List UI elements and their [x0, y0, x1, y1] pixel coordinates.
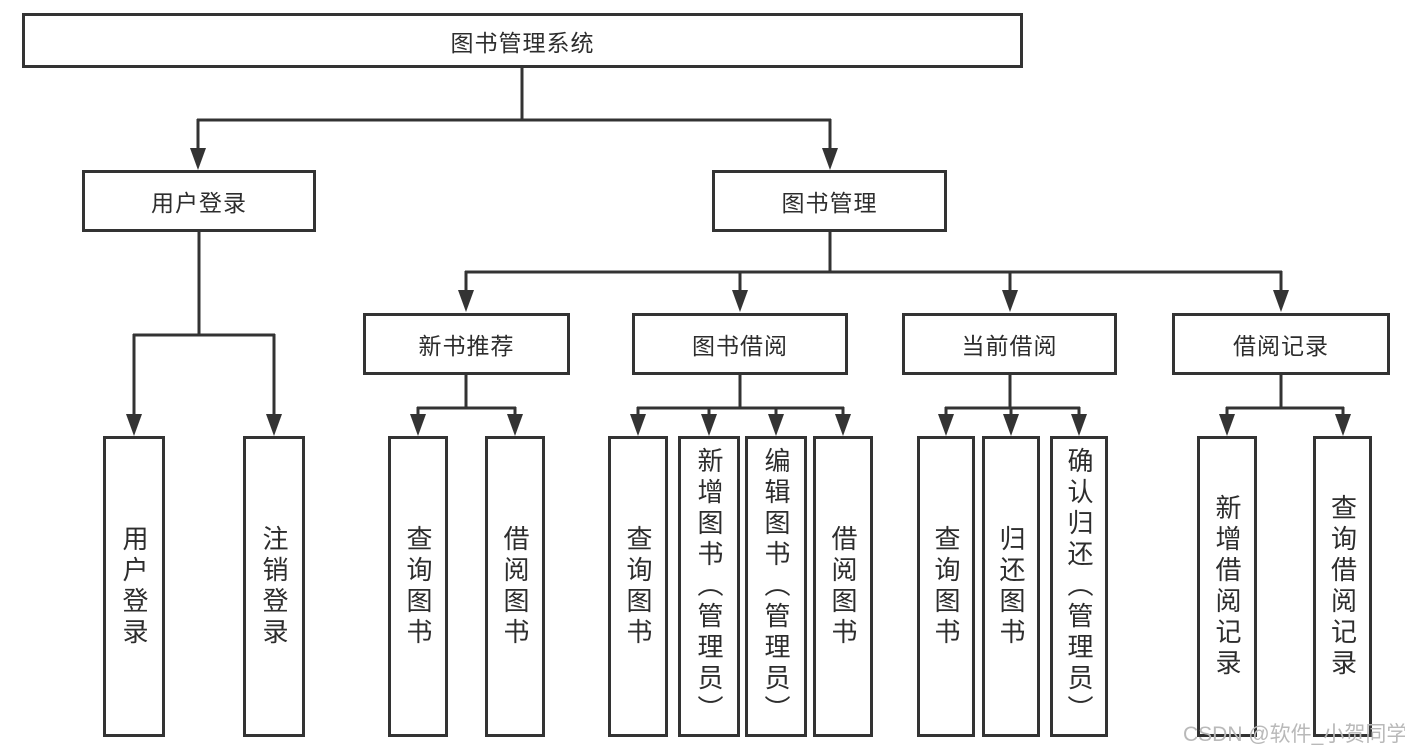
- arrowhead: [701, 414, 717, 436]
- node-leaf-query-books-current: 查询图书: [917, 436, 975, 737]
- node-root: 图书管理系统: [22, 13, 1023, 68]
- connector-book-borrow-children: [630, 375, 851, 436]
- node-leaf-edit-books-admin: 编辑图书（管理员）: [745, 436, 807, 737]
- csdn-watermark: CSDN @软件_小贺同学: [1183, 723, 1405, 746]
- node-leaf-borrow-books-recommend: 借阅图书: [485, 436, 545, 737]
- node-borrow-records: 借阅记录: [1172, 313, 1390, 375]
- node-user-login-label: 用户登录: [151, 190, 247, 216]
- node-current-borrow: 当前借阅: [902, 313, 1117, 375]
- node-borrow-records-label: 借阅记录: [1233, 333, 1329, 359]
- arrowhead: [458, 290, 474, 312]
- arrowhead: [822, 148, 838, 170]
- node-book-borrow: 图书借阅: [632, 313, 848, 375]
- arrowhead: [126, 414, 142, 436]
- arrowhead: [732, 290, 748, 312]
- node-book-borrow-label: 图书借阅: [692, 333, 788, 359]
- connector-current-borrow-children: [938, 375, 1087, 436]
- arrowhead: [266, 414, 282, 436]
- arrowhead: [938, 414, 954, 436]
- arrowhead: [1335, 414, 1351, 436]
- node-new-book-recommend: 新书推荐: [363, 313, 570, 375]
- node-leaf-query-books-recommend: 查询图书: [388, 436, 448, 737]
- node-user-login: 用户登录: [82, 170, 316, 232]
- node-leaf-add-borrow-record: 新增借阅记录: [1197, 436, 1257, 737]
- arrowhead: [768, 414, 784, 436]
- arrowhead: [630, 414, 646, 436]
- node-leaf-logout: 注销登录: [243, 436, 305, 737]
- connector-book-management-children: [458, 232, 1289, 312]
- arrowhead: [1071, 414, 1087, 436]
- node-root-label: 图书管理系统: [450, 29, 595, 56]
- arrowhead: [835, 414, 851, 436]
- arrowhead: [1002, 290, 1018, 312]
- node-leaf-query-books-borrow: 查询图书: [608, 436, 668, 737]
- node-new-book-recommend-label: 新书推荐: [418, 333, 515, 359]
- arrowhead: [190, 148, 206, 170]
- node-leaf-query-borrow-record: 查询借阅记录: [1313, 436, 1372, 737]
- node-book-management-label: 图书管理: [781, 190, 878, 216]
- node-book-management: 图书管理: [712, 170, 947, 232]
- connector-new-book-recommend-children: [410, 375, 523, 436]
- arrowhead: [410, 414, 426, 436]
- arrowhead: [507, 414, 523, 436]
- node-leaf-borrow-books: 借阅图书: [813, 436, 873, 737]
- node-leaf-add-books-admin: 新增图书（管理员）: [678, 436, 740, 737]
- arrowhead: [1219, 414, 1235, 436]
- node-leaf-confirm-return-admin: 确认归还（管理员）: [1050, 436, 1108, 737]
- connector-root-to-level2: [190, 68, 838, 170]
- node-leaf-return-books: 归还图书: [982, 436, 1040, 737]
- arrowhead: [1003, 414, 1019, 436]
- node-leaf-user-login: 用户登录: [103, 436, 165, 737]
- arrowhead: [1273, 290, 1289, 312]
- connector-user-login-children: [126, 232, 282, 436]
- connector-borrow-records-children: [1219, 375, 1351, 436]
- node-current-borrow-label: 当前借阅: [961, 333, 1058, 359]
